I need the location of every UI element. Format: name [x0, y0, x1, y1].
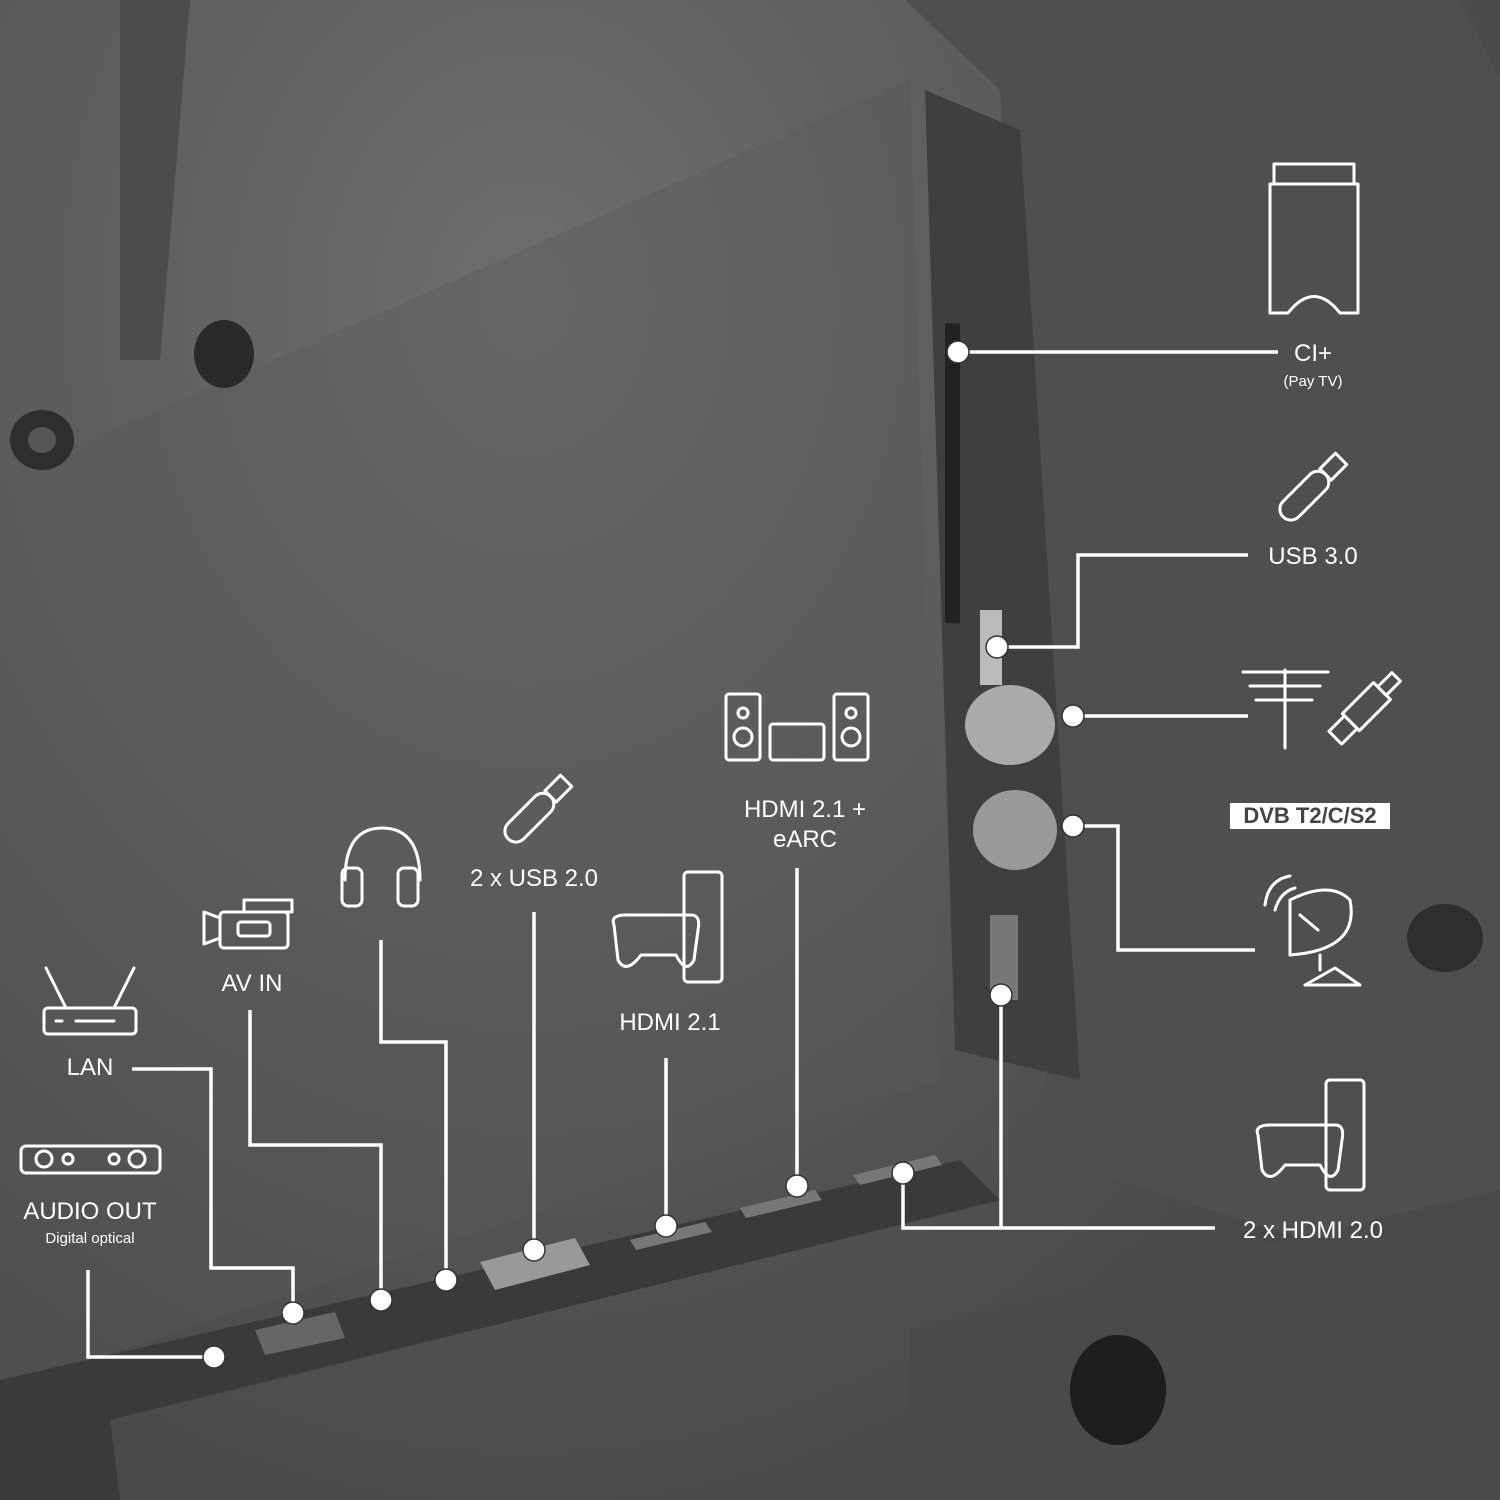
label-hdmi20: 2 x HDMI 2.0	[1243, 1217, 1383, 1244]
label-ci-plus-sub: (Pay TV)	[1284, 373, 1343, 390]
ci-card-icon	[1268, 162, 1360, 315]
label-usb2: 2 x USB 2.0	[470, 865, 598, 892]
label-hdmi-earc-line2: eARC	[773, 826, 837, 853]
soundbar-icon	[19, 1144, 162, 1175]
game-console-icon	[611, 870, 724, 984]
label-ci-plus: CI+	[1294, 340, 1332, 367]
svg-text:DVB T2/C/S2: DVB T2/C/S2	[1243, 803, 1376, 828]
coax-cable-icon	[1327, 671, 1402, 746]
label-audio-out-sub: Digital optical	[45, 1230, 134, 1247]
label-audio-out: AUDIO OUT	[23, 1198, 157, 1225]
port-dots	[202, 340, 1085, 1369]
router-icon	[42, 966, 138, 1036]
home-theater-speakers-icon	[724, 692, 870, 762]
connector-lines	[86, 350, 1278, 1359]
satellite-dish-icon	[1263, 874, 1362, 987]
usb-stick-icon	[503, 773, 574, 844]
headphones-icon	[340, 826, 422, 908]
label-av-in: AV IN	[222, 970, 283, 997]
label-usb3: USB 3.0	[1268, 543, 1357, 570]
label-lan: LAN	[67, 1054, 114, 1081]
game-console-icon	[1255, 1078, 1366, 1192]
label-hdmi-earc-line1: HDMI 2.1 +	[744, 796, 866, 823]
antenna-icon	[1241, 668, 1330, 750]
usb-stick-icon	[1278, 451, 1349, 522]
label-hdmi21: HDMI 2.1	[619, 1009, 720, 1036]
dvb-logo: DVB T2/C/S2	[1230, 803, 1390, 829]
camcorder-icon	[202, 898, 294, 950]
